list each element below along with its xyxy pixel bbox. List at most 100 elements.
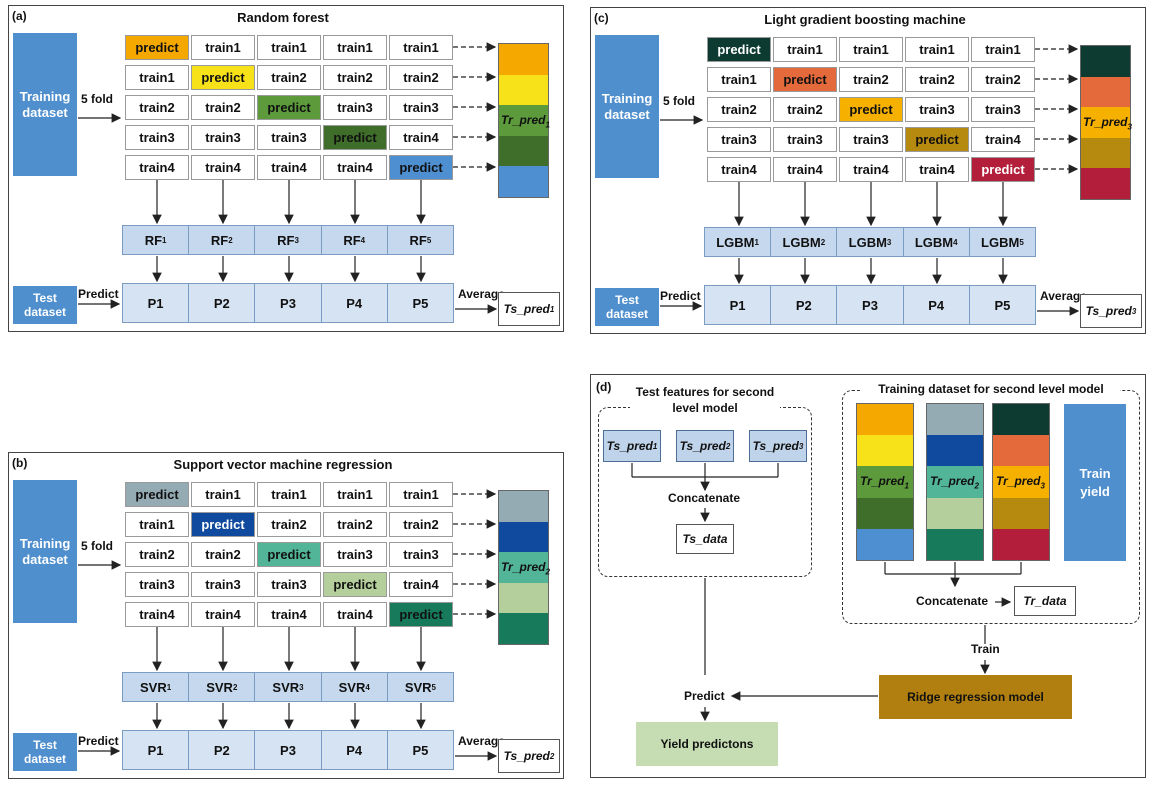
train-cell: train4 <box>389 572 453 597</box>
concatenate-test-label: Concatenate <box>668 491 741 505</box>
tr-pred-segment <box>499 135 548 167</box>
predict-cell: predict <box>323 125 387 150</box>
training-dataset-block: Training dataset <box>13 480 77 623</box>
training-dataset-block: Training dataset <box>13 33 77 176</box>
train-cell: train1 <box>839 37 903 62</box>
label-subscript: 1 <box>545 120 550 130</box>
tr-pred-segment <box>1081 137 1130 169</box>
predict-cell: predict <box>257 95 321 120</box>
tr-pred-label: Tr_pred3 <box>1083 115 1132 131</box>
train-cell: train4 <box>125 155 189 180</box>
train-cell: train4 <box>125 602 189 627</box>
label-subscript: 1 <box>754 237 759 247</box>
label-subscript: 5 <box>426 235 432 245</box>
panel-b-frame <box>8 452 564 779</box>
tr-pred-segment <box>857 466 913 498</box>
train-cell: train2 <box>125 95 189 120</box>
label-subscript: 3 <box>1131 306 1137 316</box>
label-subscript: 1 <box>162 235 167 245</box>
tr-pred-segment <box>499 74 548 106</box>
tr-pred-segment <box>499 582 548 614</box>
training-dataset-block: Training dataset <box>595 35 659 178</box>
train-cell: train3 <box>389 542 453 567</box>
label-base: Tr_pred <box>996 474 1041 488</box>
train-cell: train1 <box>971 37 1035 62</box>
tr-pred-segment <box>927 435 983 467</box>
panel-c-title: Light gradient boosting machine <box>764 12 966 27</box>
label-base: SVR <box>404 679 432 695</box>
label-subscript: 2 <box>549 751 555 761</box>
tr-pred-bar <box>498 490 549 645</box>
train-cell: train3 <box>125 125 189 150</box>
label-base: RF <box>409 232 427 248</box>
tr-pred-segment <box>857 435 913 467</box>
train-cell: train1 <box>707 67 771 92</box>
train-cell: train2 <box>773 97 837 122</box>
train-cell: train4 <box>257 602 321 627</box>
label-subscript: 2 <box>228 235 233 245</box>
tr-pred-segment <box>499 613 548 644</box>
prediction-cell: P2 <box>189 731 256 769</box>
tr-pred-segment <box>857 528 913 561</box>
predict-label: Predict <box>78 287 119 301</box>
prediction-cell: P1 <box>123 284 190 322</box>
label-subscript: 2 <box>232 682 238 692</box>
label-subscript: 5 <box>431 682 436 692</box>
prediction-cell: P3 <box>255 731 322 769</box>
predict-cell: predict <box>191 65 255 90</box>
train-cell: train2 <box>257 65 321 90</box>
tr-pred-segment <box>499 491 548 522</box>
train-cell: train3 <box>125 572 189 597</box>
label-base: SVR <box>272 679 300 695</box>
test-dataset-block: Test dataset <box>595 288 659 326</box>
train-cell: train4 <box>707 157 771 182</box>
train-cell: train3 <box>191 125 255 150</box>
tr-pred-segment <box>499 521 548 553</box>
train-cell: train4 <box>323 602 387 627</box>
label-base: RF <box>277 232 295 248</box>
prediction-cell: P2 <box>189 284 256 322</box>
prediction-cell: P1 <box>705 286 772 324</box>
tr-pred-label: Tr_pred1 <box>860 474 909 490</box>
test-features-title: Test features for second level model <box>630 384 780 416</box>
tr-pred-segment <box>857 404 913 436</box>
ridge-regression-block: Ridge regression model <box>879 675 1072 719</box>
label-subscript: 3 <box>886 237 892 247</box>
train-cell: train2 <box>323 65 387 90</box>
label-base: Tr_pred <box>860 474 905 488</box>
yield-predictions-block: Yield predictons <box>636 722 778 766</box>
panel-a-title: Random forest <box>237 10 329 25</box>
train-cell: train3 <box>257 125 321 150</box>
prediction-cell: P5 <box>412 742 429 758</box>
train-cell: train3 <box>773 127 837 152</box>
predict-label: Predict <box>660 289 701 303</box>
concatenate-train-label: Concatenate <box>916 594 989 608</box>
prediction-cell: P3 <box>837 286 904 324</box>
train-cell: train3 <box>707 127 771 152</box>
tr-pred-label: Tr_pred2 <box>930 474 979 490</box>
label-subscript: 3 <box>1127 122 1132 132</box>
label-base: Ts_pred <box>679 439 726 453</box>
tr-pred-segment <box>499 105 548 136</box>
label-base: Tr_pred <box>1083 115 1128 129</box>
predict-cell: predict <box>707 37 771 62</box>
predict-cell: predict <box>773 67 837 92</box>
prediction-cell: P4 <box>322 731 388 769</box>
tr-pred-segment <box>1081 168 1130 199</box>
tr-pred-segment <box>993 528 1049 561</box>
train-cell: train1 <box>191 35 255 60</box>
panel-b-title: Support vector machine regression <box>173 457 393 472</box>
label-base: Ts_pred <box>606 439 653 453</box>
label-subscript: 4 <box>360 235 366 245</box>
